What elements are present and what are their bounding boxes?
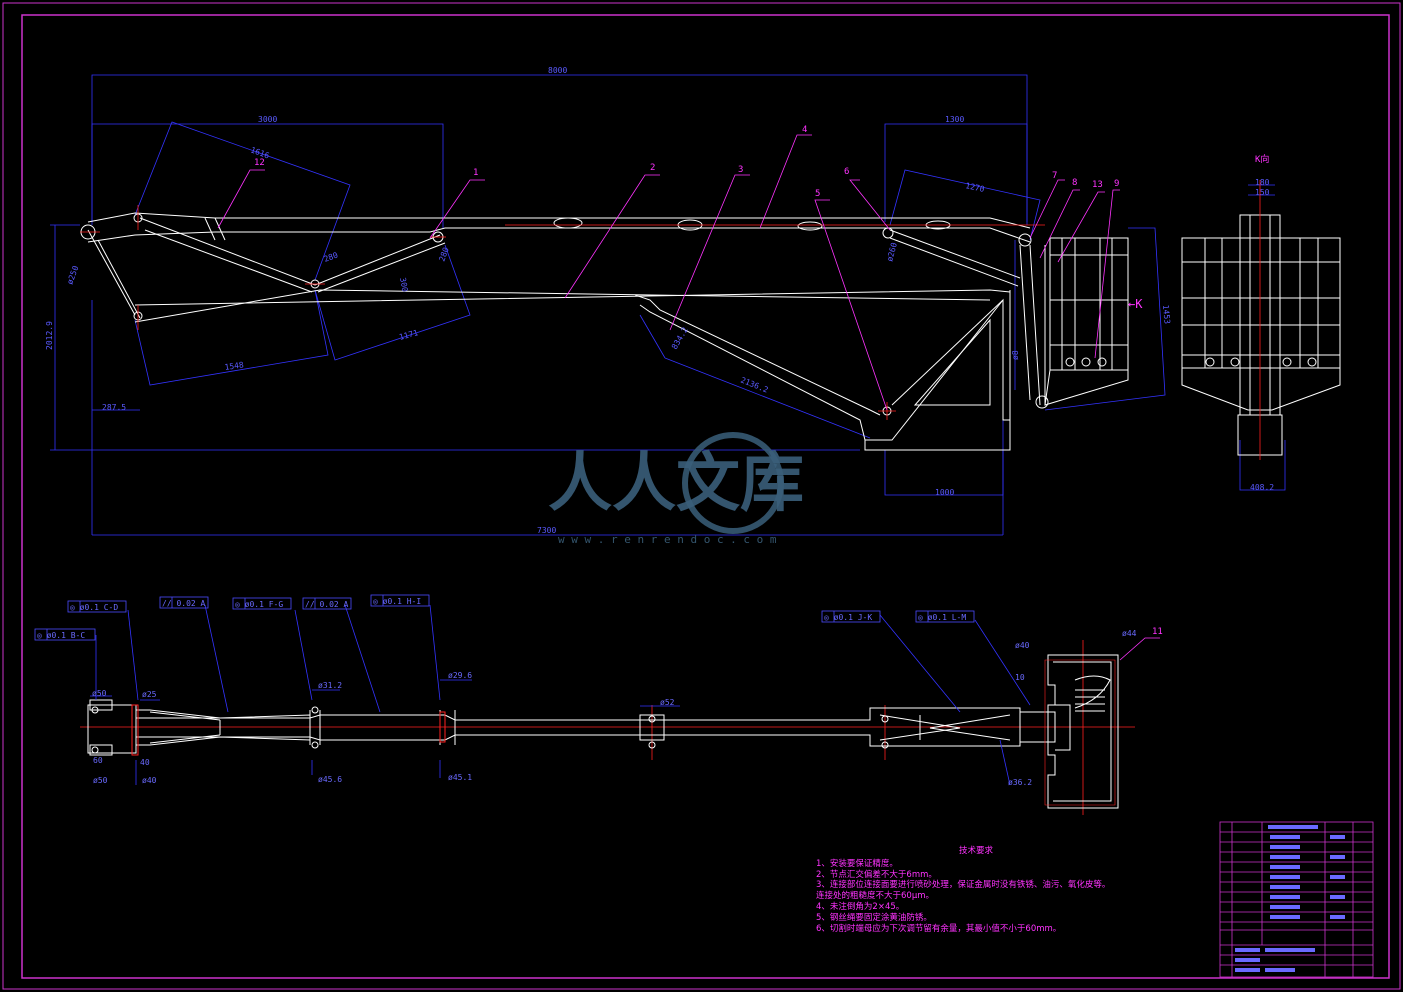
tech-line-7: 6、切割时端母应为下次调节留有余量，其最小值不小于60mm。: [816, 923, 1062, 934]
dim-k-width: 408.2: [1250, 483, 1274, 492]
tol-4: ◎ ø0.1 F-G: [235, 600, 283, 609]
dim-1548: 1548: [224, 360, 245, 372]
ldim-312: ø31.2: [318, 681, 342, 690]
ldim-40c: ø40: [1015, 641, 1030, 650]
plan-view-red-parts: [131, 659, 1116, 806]
tech-line-1: 1、安装要保证精度。: [816, 858, 898, 869]
balloon-6: 6: [844, 167, 849, 177]
ldim-456: ø45.6: [318, 775, 342, 784]
ldim-25: ø25: [142, 690, 157, 699]
balloon-9: 9: [1114, 179, 1119, 189]
basket-side-view: [1044, 237, 1129, 406]
dim-2012: 2012.9: [45, 321, 54, 350]
ldim-10: 10: [1015, 673, 1025, 682]
balloon-11: 11: [1152, 627, 1163, 637]
ldim-50a: ø50: [92, 689, 107, 698]
watermark-logo: 人人文库 w w w . r e n r e n d o c . c o m: [548, 432, 804, 546]
tol-2: ◎ ø0.1 B-C: [37, 631, 85, 640]
inner-frame: [21, 14, 1390, 979]
ldim-451: ø45.1: [448, 773, 472, 782]
technical-requirements: 技术要求 1、安装要保证精度。 2、节点汇交偏差不大于6mm。 3、连接部位连接…: [816, 846, 1236, 934]
balloon-3: 3: [738, 165, 743, 175]
plan-dimension-texts: ø50 ø25 ø50 ø40 60 40 ø31.2 ø45.6 ø29.6 …: [92, 629, 1137, 787]
center-lines: [80, 180, 1261, 815]
tol-6: ◎ ø0.1 H-I: [373, 597, 421, 606]
tech-line-2: 2、节点汇交偏差不大于6mm。: [816, 869, 937, 880]
part-balloons: 1 2 3 4 5 6 7 8 13 9 12: [254, 125, 1119, 199]
dim-d250: ø250: [65, 264, 80, 285]
dim-834: 834.2: [670, 325, 690, 351]
dim-2136: 2136.2: [739, 376, 769, 395]
ldim-44: ø44: [1122, 629, 1137, 638]
tech-title: 技术要求: [958, 846, 993, 856]
tech-line-6: 5、钢丝绳要固定涂黄油防锈。: [816, 912, 932, 923]
dim-1453: 1453: [1161, 304, 1172, 324]
k-direction-arrow: ←K: [1128, 297, 1143, 311]
balloon-12: 12: [254, 158, 265, 168]
ldim-40: ø40: [142, 776, 157, 785]
tol-8: ◎ ø0.1 L-M: [918, 613, 966, 622]
dim-1270: 1270: [965, 181, 986, 194]
watermark-text: 人人文库: [548, 447, 804, 521]
watermark-url: w w w . r e n r e n d o c . c o m: [558, 533, 777, 546]
tech-line-3: 3、连接部位连接面要进行喷砂处理，保证金属时没有铁锈、油污、氧化皮等。: [816, 880, 1111, 891]
dim-2875: 287.5: [102, 403, 126, 412]
dim-300: 300: [398, 277, 409, 293]
tech-line-4: 连接处的粗糙度不大于60μm。: [816, 891, 935, 902]
balloon-1: 1: [473, 168, 478, 178]
ldim-52: ø52: [660, 698, 675, 707]
balloon-8: 8: [1072, 178, 1077, 188]
dim-280-top: 280: [437, 246, 450, 263]
balloon-2: 2: [650, 163, 655, 173]
balloon-4: 4: [802, 125, 807, 135]
tolerance-frames: [34, 594, 975, 641]
tol-3: // 0.02 A: [162, 599, 206, 608]
watermark: 人人文库 w w w . r e n r e n d o c . c o m: [548, 425, 848, 555]
balloon-13: 13: [1092, 180, 1103, 190]
ldim-362: ø36.2: [1008, 778, 1032, 787]
dim-d8: ø8: [1011, 350, 1020, 360]
dim-3000: 3000: [258, 115, 277, 124]
dim-7300: 7300: [537, 526, 556, 535]
title-block: [1219, 821, 1374, 978]
top-dimension-lines: [50, 74, 1286, 536]
dim-k-top2: 150: [1255, 188, 1270, 197]
plan-view-dimension-lines: [90, 604, 1031, 786]
dim-k-top1: 180: [1255, 178, 1270, 187]
balloon-5: 5: [815, 189, 820, 199]
dim-1300: 1300: [945, 115, 964, 124]
tol-7: ◎ ø0.1 J-K: [824, 613, 872, 622]
dim-overall-top: 8000: [548, 66, 567, 75]
ldim-296: ø29.6: [448, 671, 472, 680]
dim-1171: 1171: [398, 328, 419, 342]
boom-structure: [80, 212, 1049, 451]
ldim-50b: ø50: [93, 776, 108, 785]
dim-d260: ø260: [885, 241, 899, 262]
title-block-fill: [1235, 825, 1345, 972]
tol-1: ◎ ø0.1 C-D: [70, 603, 118, 612]
dim-1000: 1000: [935, 488, 954, 497]
k-view-label: K向: [1255, 153, 1269, 165]
leader-lines: [217, 134, 1160, 661]
plan-view-structure: [87, 654, 1119, 809]
k-view: [1181, 214, 1341, 456]
tolerance-texts: ◎ ø0.1 C-D ◎ ø0.1 B-C // 0.02 A ◎ ø0.1 F…: [37, 597, 966, 640]
ldim-60: 60: [93, 756, 103, 765]
tol-5: // 0.02 A: [305, 600, 349, 609]
ldim-40b: 40: [140, 758, 150, 767]
tech-line-5: 4、未注倒角为2×45。: [816, 901, 905, 912]
balloon-7: 7: [1052, 171, 1057, 181]
